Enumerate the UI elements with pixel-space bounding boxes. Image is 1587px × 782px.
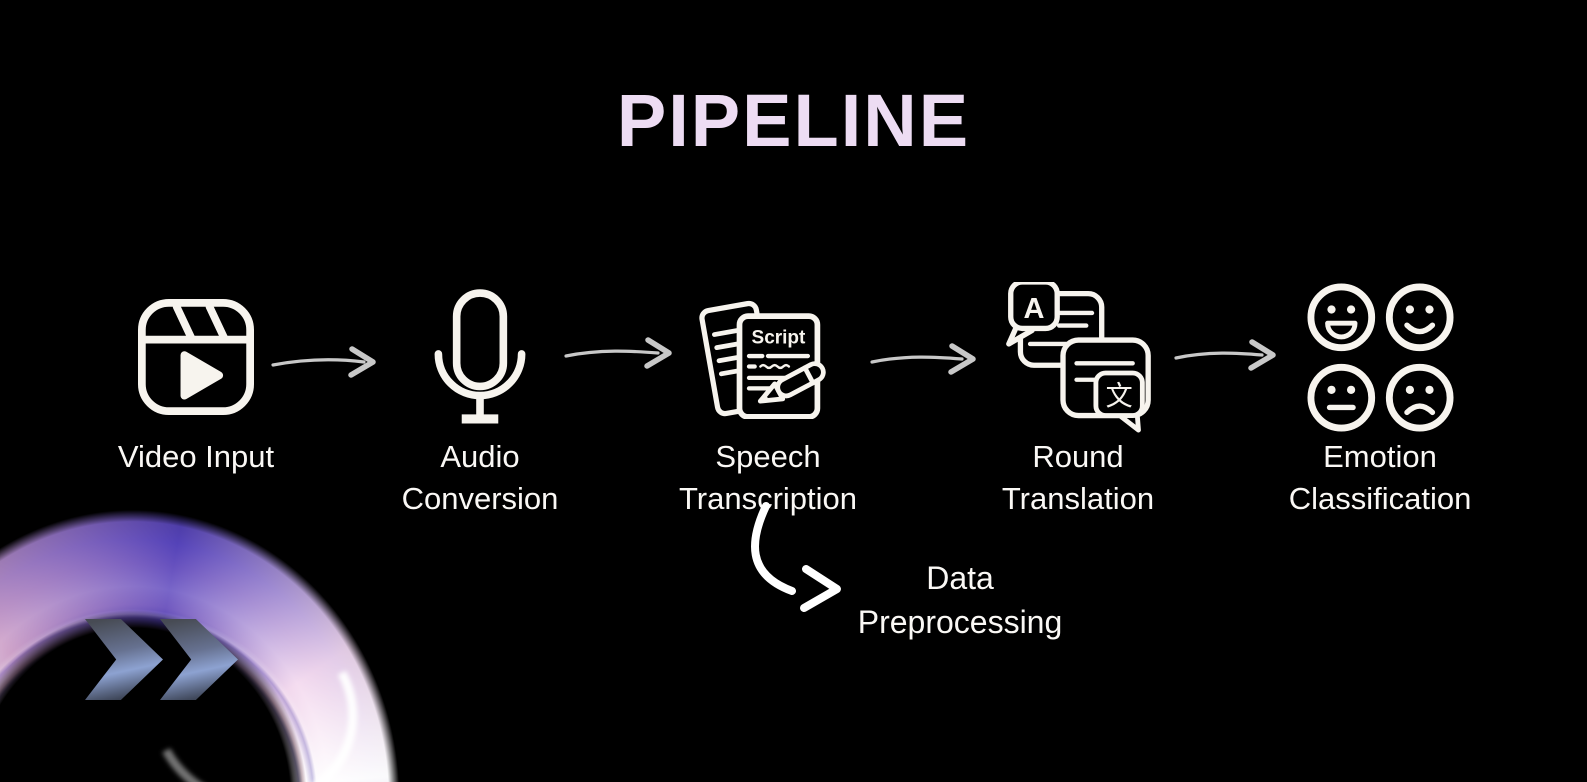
branch-label-line: Preprocessing: [857, 604, 1063, 640]
stage-label-line: Conversion: [401, 481, 559, 516]
translation-latin-glyph: A: [1023, 292, 1044, 324]
stage-audio-conversion: Audio Conversion: [360, 278, 600, 520]
stage-video-input: Video Input: [76, 278, 316, 478]
stage-speech-transcription: Script Speech Transcription: [648, 278, 888, 520]
translation-cjk-glyph: 文: [1106, 379, 1133, 410]
stage-round-translation: A 文 Round Translation: [958, 278, 1198, 520]
stage-label: Emotion Classification: [1289, 436, 1472, 520]
stage-label-line: Transcription: [678, 481, 858, 516]
stage-label: Speech Transcription: [679, 436, 857, 520]
branch-label: Data Preprocessing: [810, 556, 1110, 644]
stage-label-line: Speech: [715, 439, 821, 474]
page-title: PIPELINE: [616, 79, 971, 162]
stage-label-line: Classification: [1288, 481, 1472, 516]
script-icon-text: Script: [752, 328, 807, 349]
stage-label-line: Round: [1032, 439, 1124, 474]
stage-label-line: Video Input: [117, 439, 275, 474]
stage-emotion-classification: Emotion Classification: [1260, 278, 1500, 520]
microphone-icon: [434, 278, 526, 436]
stage-label-line: Emotion: [1323, 439, 1437, 474]
reels-video-icon: [138, 278, 254, 436]
stage-label-line: Translation: [1001, 481, 1155, 516]
stage-label: Video Input: [118, 436, 274, 478]
script-document-pen-icon: Script: [692, 278, 844, 436]
stage-label: Audio Conversion: [402, 436, 559, 520]
translation-bubbles-icon: A 文: [1003, 278, 1153, 436]
emoji-faces-grid-icon: [1306, 278, 1454, 436]
stage-label: Round Translation: [1002, 436, 1154, 520]
stage-label-line: Audio: [440, 439, 520, 474]
branch-label-line: Data: [926, 560, 994, 596]
